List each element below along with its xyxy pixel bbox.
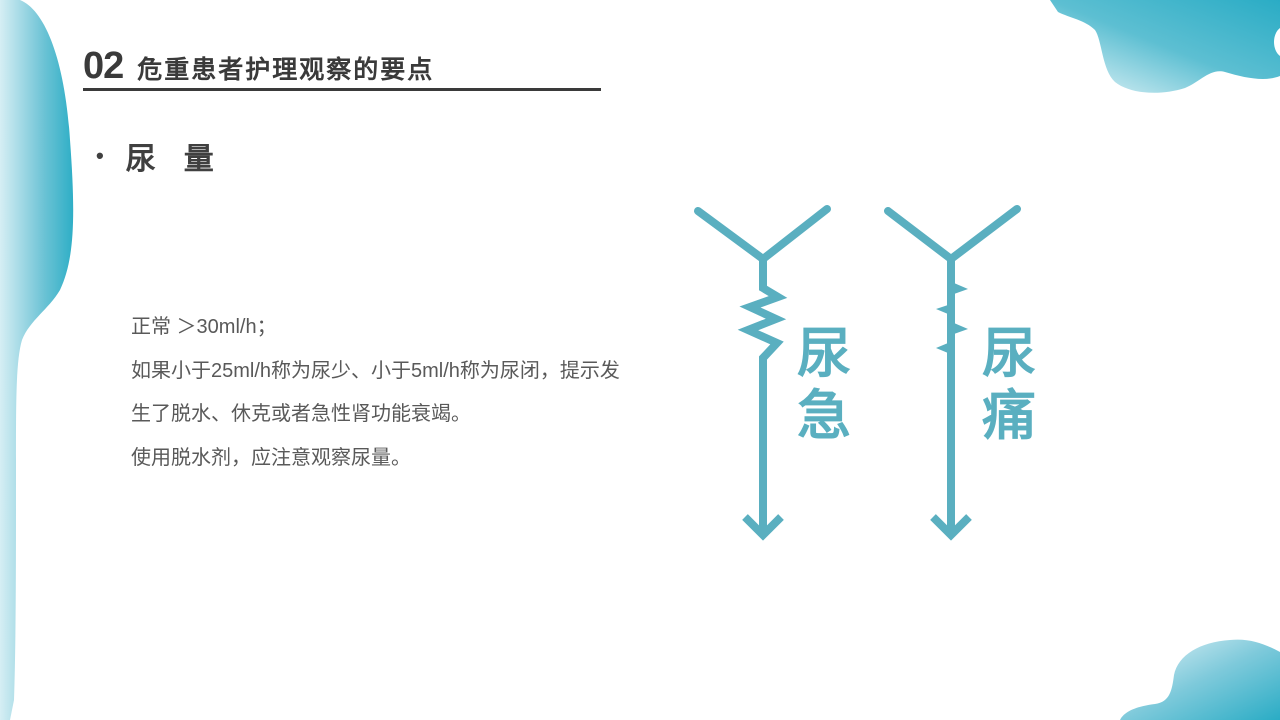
subheading: • 尿量	[96, 134, 242, 178]
body-line-normal: 正常 ＞30ml/h；	[131, 316, 277, 338]
section-number: 02	[83, 45, 124, 87]
bullet-icon: •	[96, 143, 104, 168]
pain-label: 尿 痛	[982, 324, 1036, 446]
urgency-label: 尿 急	[797, 324, 851, 446]
top-right-decorative-blob	[1050, 0, 1280, 93]
pain-arrow-icon	[884, 205, 1021, 265]
bottom-right-decorative-blob	[1120, 639, 1280, 720]
symptom-diagram: 尿 急 尿 痛	[680, 195, 1040, 565]
subheading-text: 尿量	[125, 143, 242, 176]
body-text: 正常 ＞30ml/h； 如果小于25ml/h称为尿少、小于5ml/h称为尿闭，提…	[131, 306, 621, 480]
body-line-oliguria: 如果小于25ml/h称为尿少、小于5ml/h称为尿闭，提示发生了脱水、休克或者急…	[131, 359, 620, 426]
body-line-diuretic: 使用脱水剂，应注意观察尿量。	[131, 446, 411, 469]
section-heading: 02 危重患者护理观察的要点	[83, 44, 601, 91]
section-title: 危重患者护理观察的要点	[137, 56, 435, 84]
left-decorative-blob	[0, 0, 74, 720]
urgency-arrow-icon	[694, 205, 831, 265]
diagram-arrows	[694, 205, 1021, 541]
